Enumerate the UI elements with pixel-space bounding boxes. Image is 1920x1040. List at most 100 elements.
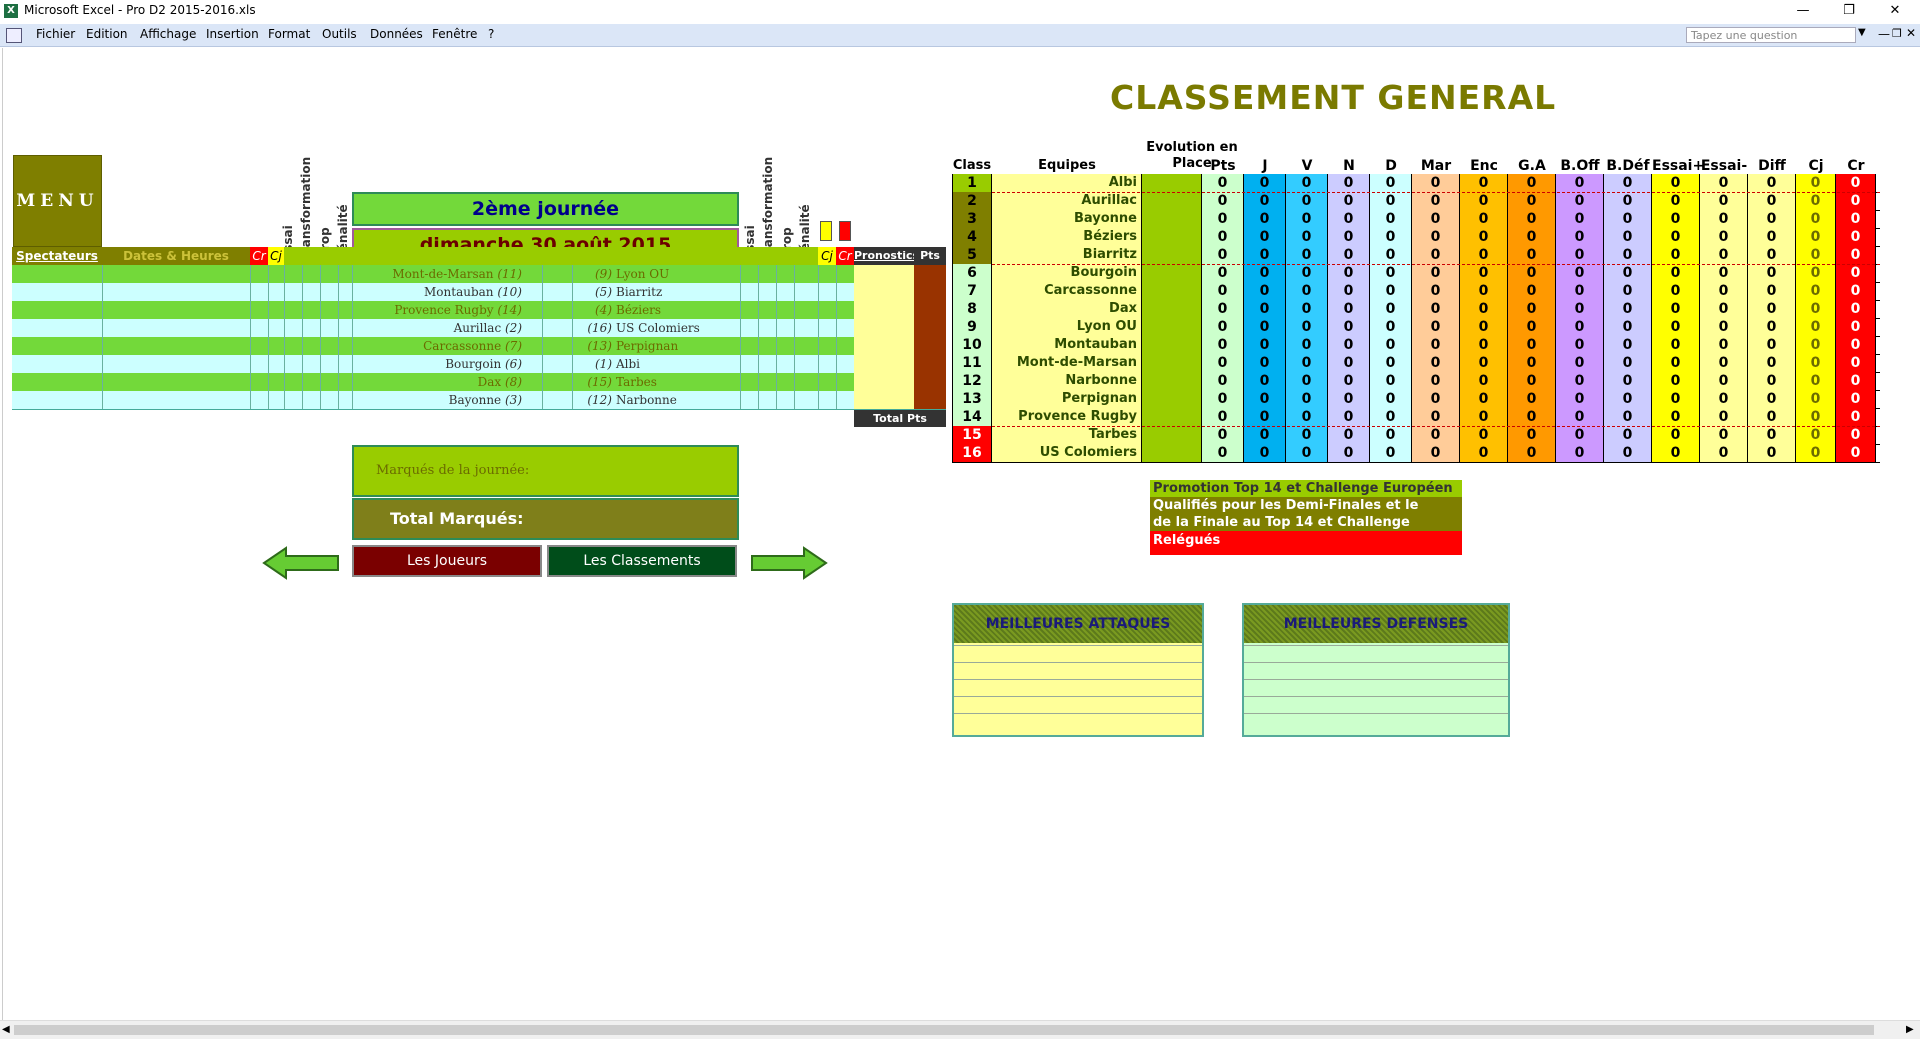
stat-cell: 0 bbox=[1202, 390, 1244, 408]
horizontal-scrollbar[interactable]: ◀ ▶ bbox=[0, 1020, 1920, 1039]
stat-cell: 0 bbox=[1748, 390, 1796, 408]
pronostic-cell[interactable] bbox=[854, 337, 914, 355]
workbook-close-icon[interactable]: ✕ bbox=[1906, 26, 1917, 40]
cell-divider bbox=[284, 301, 285, 319]
menu-fichier[interactable]: Fichier bbox=[36, 27, 76, 41]
pronostic-cell[interactable] bbox=[854, 355, 914, 373]
stat-cell: 0 bbox=[1796, 228, 1836, 246]
pronostic-cell[interactable] bbox=[854, 301, 914, 319]
pronostic-cell[interactable] bbox=[854, 373, 914, 391]
points-cell bbox=[914, 391, 946, 409]
dropdown-arrow-icon[interactable]: ▼ bbox=[1858, 27, 1866, 38]
close-icon[interactable]: ✕ bbox=[1889, 3, 1901, 18]
scroll-left-icon[interactable]: ◀ bbox=[2, 1024, 10, 1035]
away-team-rank: (5) bbox=[595, 285, 612, 299]
evolution-cell bbox=[1142, 228, 1202, 246]
points-cell bbox=[914, 373, 946, 391]
restore-icon[interactable]: ❐ bbox=[1843, 3, 1855, 18]
cell-divider bbox=[542, 355, 543, 373]
cell-divider bbox=[572, 337, 573, 355]
stat-cell: 0 bbox=[1652, 246, 1700, 264]
home-team: Montauban (10) bbox=[352, 283, 522, 301]
pronostic-cell[interactable] bbox=[854, 283, 914, 301]
right-arrow-icon[interactable] bbox=[750, 546, 828, 580]
scroll-right-icon[interactable]: ▶ bbox=[1906, 1024, 1914, 1035]
stat-cell: 0 bbox=[1836, 300, 1876, 318]
cell-divider bbox=[776, 337, 777, 355]
evolution-cell bbox=[1142, 264, 1202, 282]
stat-cell: 0 bbox=[1748, 300, 1796, 318]
header-stat: Cr bbox=[1847, 158, 1865, 174]
menu-affichage[interactable]: Affichage bbox=[140, 27, 197, 41]
scroll-thumb[interactable] bbox=[14, 1025, 1874, 1035]
stat-cell: 0 bbox=[1328, 408, 1370, 426]
menu-donnees[interactable]: Données bbox=[370, 27, 423, 41]
cell-divider bbox=[284, 319, 285, 337]
les-classements-button[interactable]: Les Classements bbox=[547, 545, 737, 577]
pronostic-cell[interactable] bbox=[854, 319, 914, 337]
pronostic-cell[interactable] bbox=[854, 265, 914, 283]
workbook-restore-icon[interactable]: ❐ bbox=[1892, 27, 1902, 40]
stat-cell: 0 bbox=[1796, 300, 1836, 318]
team-rank: 6 bbox=[952, 264, 992, 282]
les-joueurs-button[interactable]: Les Joueurs bbox=[352, 545, 542, 577]
stat-cell: 0 bbox=[1796, 282, 1836, 300]
cell-divider bbox=[284, 283, 285, 301]
home-team-name: Carcassonne bbox=[423, 339, 502, 353]
menu-format[interactable]: Format bbox=[268, 27, 311, 41]
stat-cell: 0 bbox=[1748, 282, 1796, 300]
workbook-icon[interactable] bbox=[6, 28, 22, 43]
menu-fenetre[interactable]: Fenêtre bbox=[432, 27, 478, 41]
stat-cell: 0 bbox=[1328, 210, 1370, 228]
menu-help[interactable]: ? bbox=[488, 27, 495, 41]
stat-cell: 0 bbox=[1412, 318, 1460, 336]
cell-divider bbox=[758, 355, 759, 373]
stat-cell: 0 bbox=[1508, 282, 1556, 300]
cell-divider bbox=[818, 355, 819, 373]
left-arrow-icon[interactable] bbox=[262, 546, 340, 580]
stat-cell: 0 bbox=[1244, 210, 1286, 228]
stat-cell: 0 bbox=[1508, 300, 1556, 318]
away-team: (9)Lyon OU bbox=[582, 265, 732, 283]
stat-cell: 0 bbox=[1370, 192, 1412, 210]
stat-cell: 0 bbox=[1202, 246, 1244, 264]
cell-divider bbox=[250, 355, 251, 373]
stat-cell: 0 bbox=[1508, 336, 1556, 354]
title-bar: X Microsoft Excel - Pro D2 2015-2016.xls… bbox=[0, 0, 1920, 22]
excel-icon[interactable]: X bbox=[4, 4, 18, 18]
cell-divider bbox=[338, 373, 339, 391]
menu-button[interactable]: MENU bbox=[13, 155, 102, 247]
minimize-icon[interactable]: — bbox=[1796, 3, 1810, 18]
cell-divider bbox=[268, 265, 269, 283]
menu-edition[interactable]: Edition bbox=[86, 27, 128, 41]
menu-insertion[interactable]: Insertion bbox=[206, 27, 259, 41]
stat-cell: 0 bbox=[1700, 354, 1748, 372]
away-team-name: Béziers bbox=[616, 303, 662, 317]
menu-outils[interactable]: Outils bbox=[322, 27, 357, 41]
stat-cell: 0 bbox=[1700, 390, 1748, 408]
stat-cell: 0 bbox=[1244, 300, 1286, 318]
cell-divider bbox=[102, 283, 103, 301]
evolution-cell bbox=[1142, 408, 1202, 426]
stat-cell: 0 bbox=[1202, 408, 1244, 426]
team-name: Provence Rugby bbox=[992, 408, 1142, 426]
label-transformation-away: Transformation bbox=[761, 156, 775, 260]
best-attacks-title: MEILLEURES ATTAQUES bbox=[954, 605, 1202, 643]
cell-divider bbox=[320, 283, 321, 301]
stat-cell: 0 bbox=[1700, 300, 1748, 318]
away-team: (1)Albi bbox=[582, 355, 732, 373]
cell-divider bbox=[302, 391, 303, 409]
pronostic-cell[interactable] bbox=[854, 391, 914, 409]
workbook-minimize-icon[interactable]: — bbox=[1878, 27, 1890, 41]
stat-cell: 0 bbox=[1604, 318, 1652, 336]
ask-question-input[interactable]: Tapez une question bbox=[1686, 27, 1856, 43]
stat-cell: 0 bbox=[1836, 390, 1876, 408]
team-name: Albi bbox=[992, 174, 1142, 192]
legend-qualifies-1: Qualifiés pour les Demi-Finales et le Va… bbox=[1150, 497, 1462, 530]
cell-divider bbox=[338, 265, 339, 283]
cell-divider bbox=[250, 391, 251, 409]
